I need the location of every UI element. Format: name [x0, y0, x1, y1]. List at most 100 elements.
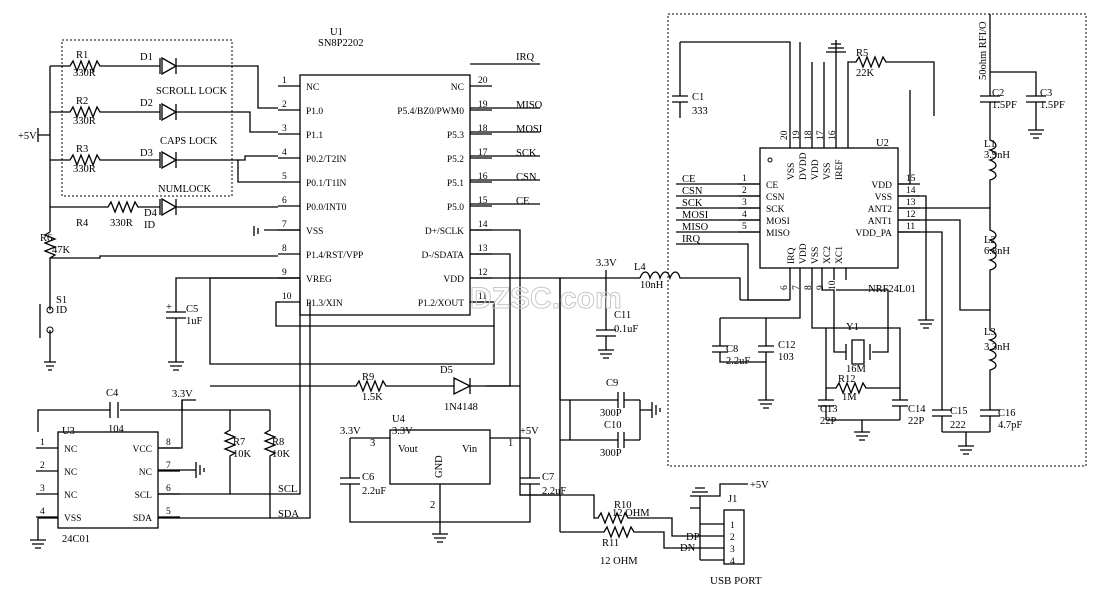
u3-left-pin-name: VSS [64, 514, 81, 524]
u1-left-pin-name: P1.1 [306, 131, 323, 141]
u1-left-pin-num: 4 [282, 148, 287, 158]
c4-value: 104 [108, 424, 125, 435]
usb-port: R10 12 OHM R11 12 OHM DP DN J1 1 2 3 4 +… [520, 480, 769, 587]
u2-right-pin-name: ANT2 [868, 205, 893, 215]
c13-ref: C13 [820, 404, 838, 415]
u1-left-pin-name: VREG [306, 275, 332, 285]
j1-pin4: 4 [730, 557, 735, 567]
u4-pin1: 1 [508, 438, 513, 449]
r9-d5: R9 1.5K D5 1N4148 [210, 365, 520, 413]
u1-left-pin-num: 8 [282, 244, 287, 254]
u2-top-pin-num: 20 [780, 130, 790, 140]
r11-ref: R11 [602, 538, 619, 549]
u2-bottom-pin-name: VDD [799, 243, 809, 264]
c10-value: 300P [600, 448, 622, 459]
usb-title: USB PORT [710, 575, 762, 587]
u1-right-pin-num: 20 [478, 76, 488, 86]
u2-part: NRF24L01 [868, 284, 916, 295]
u4-pin3: 3 [370, 438, 375, 449]
net-mosi: MOSI [516, 124, 543, 135]
y1-value: 16M [846, 364, 867, 375]
u2-top-pin-name: VSS [787, 163, 797, 180]
usb-dn: DN [680, 543, 696, 554]
u2-net-ce: CE [682, 174, 695, 185]
c10-ref: C10 [604, 420, 622, 431]
j1-ref: J1 [728, 494, 737, 505]
u1-right-pin-num: 17 [478, 148, 488, 158]
net-sck: SCK [516, 148, 537, 159]
u4-volt: 3.3V [392, 426, 413, 437]
u1-part: SN8P2202 [318, 38, 364, 49]
u3-right-pin-name: SCL [135, 491, 153, 501]
r2-ref: R2 [76, 96, 88, 107]
c8-ref: C8 [726, 344, 738, 355]
r11-value: 12 OHM [600, 556, 638, 567]
r6-value: 47K [52, 245, 71, 256]
u2-top-circuit: C1 333 R5 22K [672, 40, 935, 185]
u1-left-pin-num: 7 [282, 220, 287, 230]
r8-value: 10K [272, 449, 291, 460]
r5-value: 22K [856, 68, 875, 79]
u3-right-pin-num: 6 [166, 484, 171, 494]
c8-value: 2.2uF [726, 356, 750, 367]
u1-right-pin-name: D+/SCLK [425, 227, 464, 237]
s1-label: S1 [56, 295, 67, 306]
u2-left-pin-name: MISO [766, 229, 790, 239]
u1-right-pin-num: 14 [478, 220, 488, 230]
u2-left-pin-num: 2 [742, 186, 747, 196]
c4-ref: C4 [106, 388, 119, 399]
u1-right-pin-num: 16 [478, 172, 488, 182]
u1-right-pin-num: 13 [478, 244, 488, 254]
u1-left-pin-name: P1.4/RST/VPP [306, 251, 363, 261]
r9-value: 1.5K [362, 392, 383, 403]
led-row-4: R4 330R D4 ID [50, 197, 278, 231]
u1-right-pin-num: 11 [478, 292, 487, 302]
u1-right-pin-name: D-/SDATA [421, 251, 464, 261]
u1-left-pin-name: P0.2/T2IN [306, 155, 347, 165]
c3-value: 1.5PF [1040, 100, 1065, 111]
s1-ref: ID [56, 305, 67, 316]
u1-right-pin-name: P5.2 [447, 155, 464, 165]
u1-left-pin-num: 5 [282, 172, 287, 182]
u3-right-pin-name: VCC [132, 445, 152, 455]
u2-bottom-pin-name: XC1 [835, 246, 845, 264]
u3-right-pin-num: 8 [166, 438, 171, 448]
u1-right-pin-num: 12 [478, 268, 488, 278]
u2-left-pin-name: SCK [766, 205, 785, 215]
c15-ref: C15 [950, 406, 968, 417]
sda-net: SDA [278, 509, 299, 520]
u2-top-pin-num: 17 [816, 130, 826, 140]
c5-cap: C5 1uF + [166, 277, 300, 371]
d4-ref: D4 [144, 208, 158, 219]
r3-ref: R3 [76, 144, 88, 155]
led-row-1: R1 330R D1 SCROLL LOCK [50, 50, 278, 109]
u2-right-pin-num: 13 [906, 198, 916, 208]
u2-top-pin-name: VDD [811, 159, 821, 180]
u2-right-pin-num: 11 [906, 222, 915, 232]
u2-bottom-pin-name: IRQ [787, 248, 797, 265]
u1-right-pin-name: P5.4/BZ0/PWM0 [397, 107, 464, 117]
r7-ref: R7 [233, 437, 245, 448]
v33-rf: 3.3V [596, 258, 617, 269]
l2-ref: L2 [984, 235, 996, 246]
l3-value: 3.3nH [984, 342, 1010, 353]
r7-value: 10K [233, 449, 252, 460]
u2-bottom-circuit: C8 2.2uF C12 103 Y1 16M R12 1M C13 22P C… [712, 268, 926, 441]
d4-label: ID [144, 220, 155, 231]
u2-right-pin-name: VDD [871, 181, 892, 191]
u1-left-pin-name: P1.3/XIN [306, 299, 343, 309]
c1-ref: C1 [692, 92, 704, 103]
c5-value: 1uF [186, 316, 203, 327]
u2-top-pin-name: IREF [835, 159, 845, 180]
l1-value: 3.9nH [984, 150, 1010, 161]
svg-text:+: + [166, 302, 172, 313]
c6-ref: C6 [362, 472, 374, 483]
c1-value: 333 [692, 106, 708, 117]
l3-ref: L3 [984, 327, 996, 338]
reset-circuit: R6 47K ID S1 [39, 231, 278, 371]
c12-value: 103 [778, 352, 794, 363]
r10-value: 12 OHM [612, 508, 650, 519]
u2-left-pin-name: CE [766, 181, 778, 191]
u4-regulator: U4 3.3V Vout Vin GND 3 1 2 3.3V +5V C6 2… [340, 414, 566, 543]
led-row-3: R3 330R D3 NUMLOCK [50, 144, 278, 195]
